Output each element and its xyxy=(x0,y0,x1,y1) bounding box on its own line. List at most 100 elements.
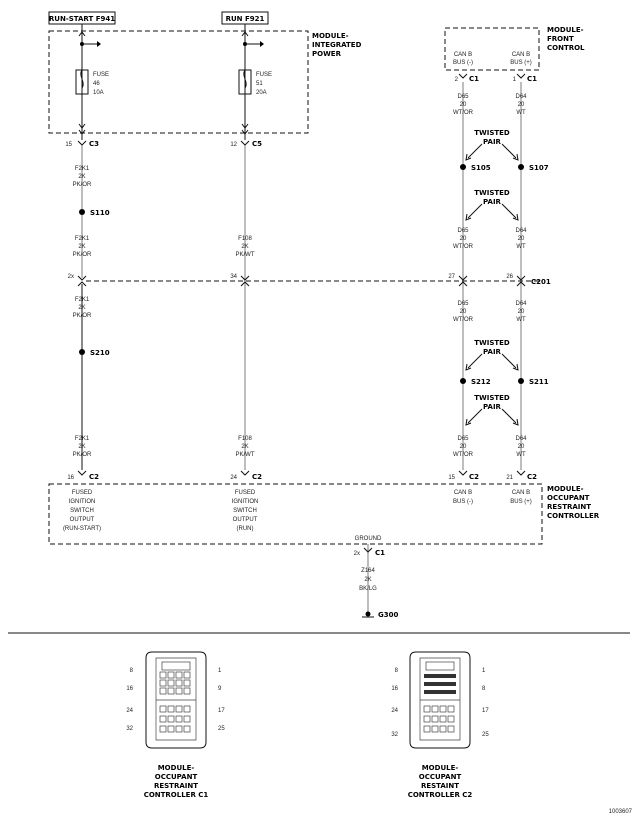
twisted-pair-4-l1: TWISTED xyxy=(474,394,510,402)
fcm-label-2: FRONT xyxy=(547,35,574,43)
fcm-label-1: MODULE- xyxy=(547,26,584,34)
orc-canb-plus-1: CAN B xyxy=(512,490,530,496)
wire-f2k1-a-1: F2K1 xyxy=(75,166,90,172)
wire-z164-3: BK/LG xyxy=(359,586,377,592)
c2-pin-ml: 16 xyxy=(391,686,398,692)
ipm-box xyxy=(48,30,309,134)
fuse-46-l3: 10A xyxy=(93,90,104,96)
c201-pin-c: 27 xyxy=(448,274,455,280)
wire-d64-a-2: 20 xyxy=(518,102,525,108)
orc-c2-d-pin: 21 xyxy=(506,475,513,481)
ipm-label-1: MODULE- xyxy=(312,32,349,40)
wire-f2k1-c-3: PK/OR xyxy=(73,313,92,319)
arrow-right-icon xyxy=(260,41,264,47)
wire-d64-b-2: 20 xyxy=(518,236,525,242)
orc-c2-d-name: C2 xyxy=(527,473,537,481)
twisted-pair-1-l2: PAIR xyxy=(483,138,502,146)
c2-caption-1: MODULE- xyxy=(422,764,459,772)
ipm-label-3: POWER xyxy=(312,50,342,58)
wire-z164-2: 2K xyxy=(364,577,371,583)
splice-s212 xyxy=(460,378,466,384)
fcm-c1-right-pin: 1 xyxy=(513,77,517,83)
orc-pin-mid-1: FUSED xyxy=(235,490,256,496)
c1-pin-mr: 9 xyxy=(218,686,222,692)
wire-d65-a-1: D65 xyxy=(457,94,469,100)
orc-canb-minus-1: CAN B xyxy=(454,490,472,496)
c1-pin-br1: 17 xyxy=(218,708,225,714)
wire-f2k1-d-1: F2K1 xyxy=(75,436,90,442)
splice-s105-label: S105 xyxy=(471,164,491,172)
wire-f108-b-1: F108 xyxy=(238,436,252,442)
orc-label-4: CONTROLLER xyxy=(547,512,600,520)
orc-pin-left-2: IGNITION xyxy=(69,499,96,505)
ground-icon xyxy=(365,611,371,617)
orc-pin-mid-5: (RUN) xyxy=(237,526,254,532)
c1-pin-grid-top xyxy=(159,671,191,695)
wire-d65-b-1: D65 xyxy=(457,228,469,234)
fcm-canb-minus-l1: CAN B xyxy=(454,52,472,58)
wire-d64-c-1: D64 xyxy=(515,301,527,307)
orc-label-2: OCCUPANT xyxy=(547,494,590,502)
wire-f2k1-b-1: F2K1 xyxy=(75,236,90,242)
wire-d64-b-3: WT xyxy=(516,244,526,250)
wire-f2k1-a-2: 2K xyxy=(78,174,85,180)
source-run-start: RUN-START F941 xyxy=(49,15,115,23)
c2-pin-bl1: 24 xyxy=(391,708,398,714)
orc-c1-name: C1 xyxy=(375,549,385,557)
c1-pin-tl: 8 xyxy=(130,668,134,674)
c2-caption-3: RESTAINT xyxy=(421,782,459,790)
twisted-pair-3-l2: PAIR xyxy=(483,348,502,356)
splice-s210 xyxy=(79,349,85,355)
c2-pin-bl2: 32 xyxy=(391,732,398,738)
wire-f2k1-d-2: 2K xyxy=(78,444,85,450)
c2-caption-4: CONTROLLER C2 xyxy=(408,791,473,799)
wire-f108-b-3: PK/WT xyxy=(236,452,255,458)
fuse-51-l2: 51 xyxy=(256,81,263,87)
orc-pin-left-3: SWITCH xyxy=(70,508,94,514)
wire-d65-d-1: D65 xyxy=(457,436,469,442)
wire-f2k1-b-2: 2K xyxy=(78,244,85,250)
orc-pin-mid-3: SWITCH xyxy=(233,508,257,514)
wire-f2k1-a-3: PK/OR xyxy=(73,182,92,188)
orc-label-3: RESTRAINT xyxy=(547,503,591,511)
fuse-51-l1: FUSE xyxy=(256,72,272,78)
c2-pin-tr: 1 xyxy=(482,668,486,674)
fuse-51-l3: 20A xyxy=(256,90,267,96)
wire-d65-c-3: WT/OR xyxy=(453,317,474,323)
wire-d64-a-1: D64 xyxy=(515,94,527,100)
arrow-up-icon xyxy=(78,31,86,37)
c3-name: C3 xyxy=(89,140,99,148)
wire-d64-c-3: WT xyxy=(516,317,526,323)
orc-canb-minus-2: BUS (-) xyxy=(453,499,473,505)
wire-f2k1-c-1: F2K1 xyxy=(75,297,90,303)
orc-pin-left-4: OUTPUT xyxy=(70,517,95,523)
c1-pin-ml: 16 xyxy=(126,686,133,692)
c5-pin: 12 xyxy=(230,142,237,148)
orc-c2-b-pin: 24 xyxy=(230,475,237,481)
orc-c2-c-pin: 15 xyxy=(448,475,455,481)
c2-pin-grid-top xyxy=(424,674,456,694)
orc-ground-label: GROUND xyxy=(355,536,382,542)
c1-caption-2: OCCUPANT xyxy=(155,773,198,781)
arrow-up-icon xyxy=(241,31,249,37)
wire-f108-a-2: 2K xyxy=(241,244,248,250)
c2-pin-mr: 8 xyxy=(482,686,486,692)
twisted-pair-2-l1: TWISTED xyxy=(474,189,510,197)
wire-d64-a-3: WT xyxy=(516,110,526,116)
splice-s107-label: S107 xyxy=(529,164,549,172)
c201-pin-a: 2x xyxy=(68,274,74,280)
splice-s211 xyxy=(518,378,524,384)
wire-d65-a-2: 20 xyxy=(460,102,467,108)
wire-d65-d-3: WT/OR xyxy=(453,452,474,458)
wire-d65-d-2: 20 xyxy=(460,444,467,450)
wire-d64-d-2: 20 xyxy=(518,444,525,450)
wire-d65-b-3: WT/OR xyxy=(453,244,474,250)
fcm-canb-plus-l1: CAN B xyxy=(512,52,530,58)
twisted-pair-2-l2: PAIR xyxy=(483,198,502,206)
wire-d64-d-3: WT xyxy=(516,452,526,458)
wire-d65-b-2: 20 xyxy=(460,236,467,242)
c201-pin-b: 34 xyxy=(230,274,237,280)
c2-caption-2: OCCUPANT xyxy=(419,773,462,781)
fuse-46-l2: 46 xyxy=(93,81,100,87)
splice-s105 xyxy=(460,164,466,170)
